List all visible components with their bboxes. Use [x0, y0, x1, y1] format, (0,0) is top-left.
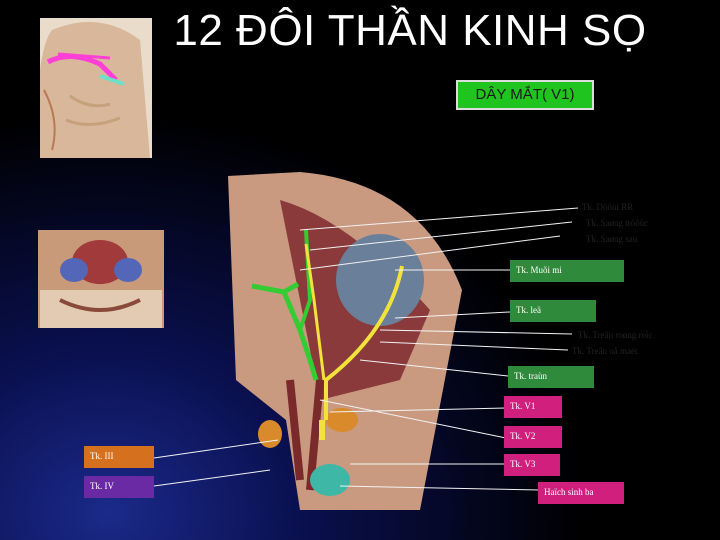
label-v2: Tk. V2 [504, 426, 562, 448]
label-tren-rong-roc: Tk. Treân roøng roïc [578, 330, 653, 340]
head-lateral-illustration [40, 18, 152, 158]
leader-lines [153, 207, 579, 491]
label-sang-truoc: Tk. Saøng tröôùc [586, 218, 649, 228]
label-v3: Tk. V3 [504, 454, 560, 476]
label-v1: Tk. V1 [504, 396, 562, 418]
label-le: Tk. leä [510, 300, 596, 322]
page-title: 12 ĐÔI THẦN KINH SỌ [173, 6, 647, 55]
label-sang-sau: Tk. Saøng sau [586, 234, 638, 244]
label-hach-sinh-ba: Haïch sinh ba [538, 482, 624, 504]
label-iii: Tk. III [84, 446, 154, 468]
orbit-dissection-illustration [228, 172, 462, 510]
label-iv: Tk. IV [84, 476, 154, 498]
label-tren-o-mat: Tk. Treân oå maét [572, 346, 638, 356]
subtitle-badge: DÂY MẮT( V1) [456, 80, 594, 110]
label-duoi-rr: Tk. Döôùi RR [582, 202, 634, 212]
label-mui-mi: Tk. Muõi mi [510, 260, 624, 282]
label-tran: Tk. traùn [508, 366, 594, 388]
skull-base-illustration [38, 230, 164, 328]
